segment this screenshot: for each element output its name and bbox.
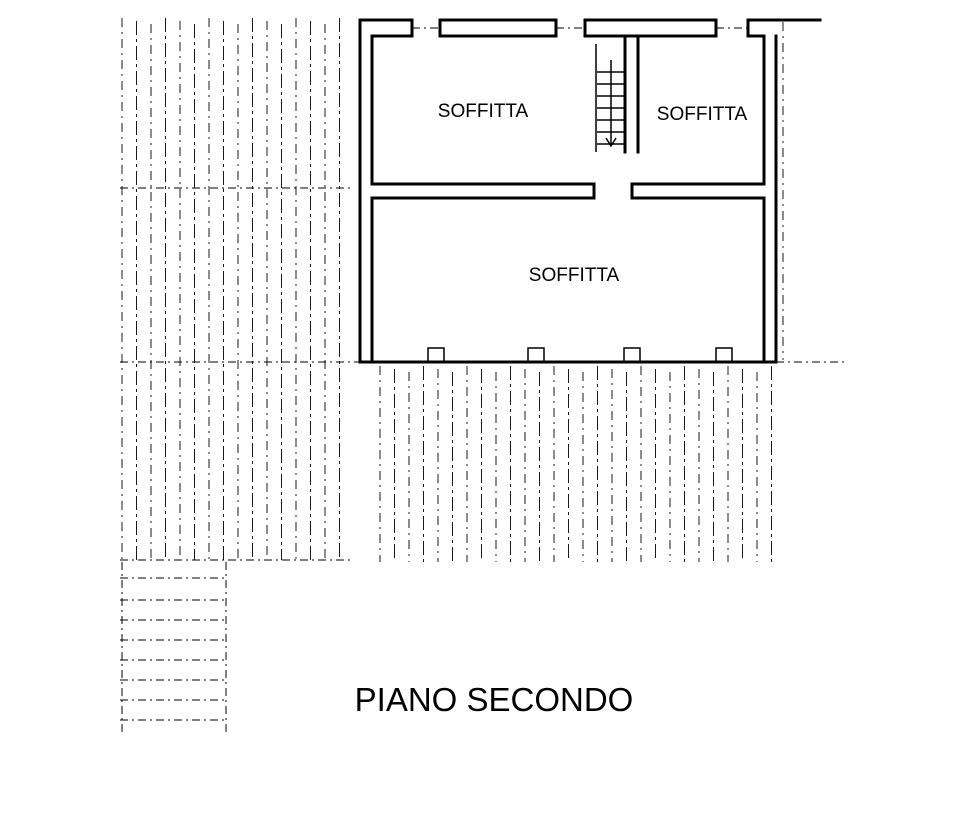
drawing-title: PIANO SECONDO: [355, 681, 634, 718]
hatched-area-bottom: [379, 366, 772, 562]
building-walls: [358, 18, 822, 364]
hatched-area-left: [120, 18, 352, 561]
staircase: [597, 60, 625, 148]
room-label-soffitta-right: SOFFITTA: [657, 104, 748, 125]
room-label-soffitta-bottom: SOFFITTA: [529, 265, 620, 286]
dashed-block-lower-left: [120, 562, 228, 734]
room-label-soffitta-left: SOFFITTA: [438, 101, 529, 122]
window-openings: [120, 27, 848, 363]
